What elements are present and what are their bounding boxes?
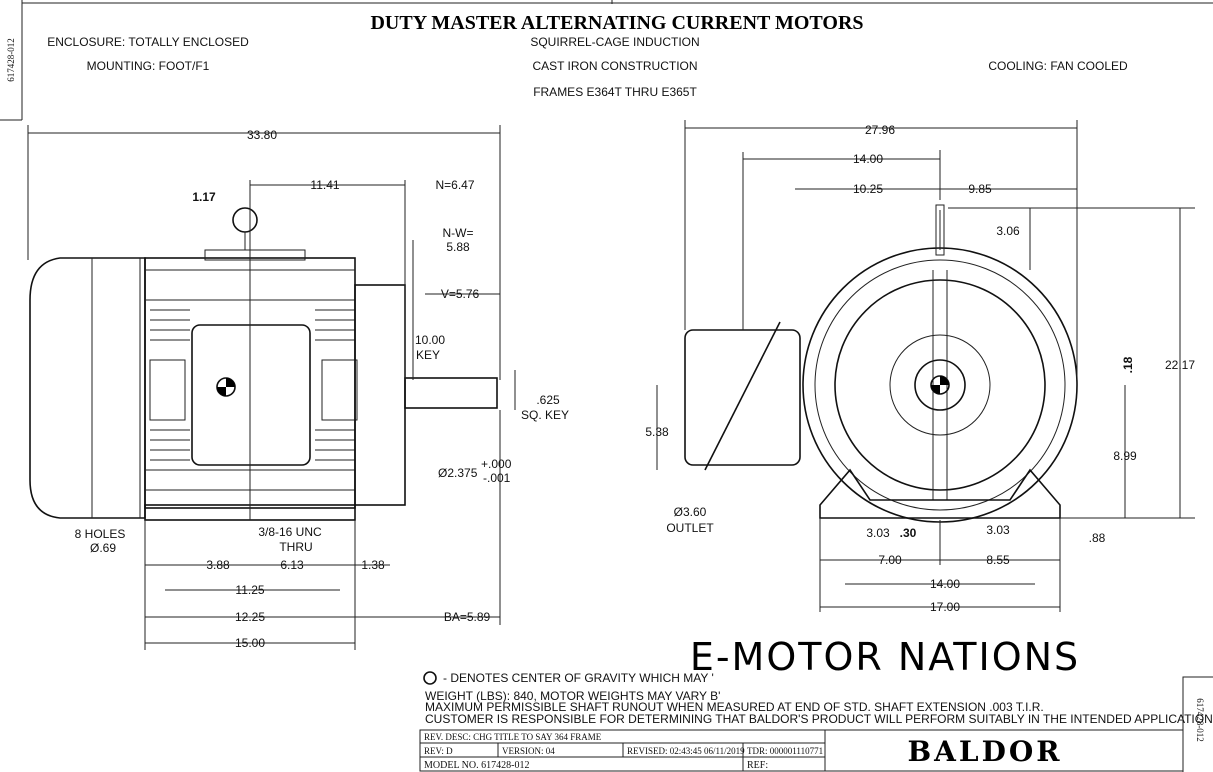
dimension-holes-2: Ø.69	[90, 541, 116, 555]
ref: REF:	[747, 760, 768, 771]
dimension-d-88: .88	[1089, 531, 1106, 545]
dimension-tol-plus: +.000	[481, 457, 512, 471]
cooling-spec: COOLING: FAN COOLED	[988, 59, 1128, 73]
note-cg: - DENOTES CENTER OF GRAVITY WHICH MAY '	[443, 671, 714, 685]
dimension-d-6-13: 6.13	[280, 558, 304, 572]
dimension-d-18: .18	[1121, 356, 1135, 373]
dimension-d-3-03-l: 3.03	[866, 526, 890, 540]
dimension-d-9-85: 9.85	[968, 182, 992, 196]
dimension-d-14-00: 14.00	[930, 577, 960, 591]
enclosure-spec: ENCLOSURE: TOTALLY ENCLOSED	[47, 35, 249, 49]
mounting-spec: MOUNTING: FOOT/F1	[87, 59, 210, 73]
drawing-title: DUTY MASTER ALTERNATING CURRENT MOTORS	[370, 12, 863, 34]
dimension-d-1-38: 1.38	[361, 558, 385, 572]
dimension-outlet-2: OUTLET	[666, 521, 714, 535]
subtitle-frames: FRAMES E364T THRU E365T	[533, 85, 697, 99]
dimension-d-7-00: 7.00	[878, 553, 902, 567]
note-customer: CUSTOMER IS RESPONSIBLE FOR DETERMINING …	[425, 712, 1213, 726]
dimension-d-22-17: 22.17	[1165, 358, 1195, 372]
note-runout: MAXIMUM PERMISSIBLE SHAFT RUNOUT WHEN ME…	[425, 700, 1044, 714]
dimension-sqkey-1: .625	[536, 393, 560, 407]
dimension-d-5-38: 5.38	[645, 425, 669, 439]
dimension-unc-1: 3/8-16 UNC	[258, 525, 322, 539]
side-label-left: 617428-012	[6, 38, 16, 82]
dimension-n: N=6.47	[435, 178, 474, 192]
dimension-d-11-41: 11.41	[310, 178, 339, 192]
dimension-d-10-25: 10.25	[853, 182, 883, 196]
dimension-d-12-25: 12.25	[235, 610, 265, 624]
model-no: MODEL NO. 617428-012	[424, 760, 529, 771]
end-dimension-lines	[656, 120, 1195, 612]
side-dimension-lines	[27, 125, 516, 650]
dimension-unc-2: THRU	[279, 540, 312, 554]
dimension-key-2: KEY	[416, 348, 440, 362]
dimension-shaft-dia: Ø2.375	[438, 466, 478, 480]
dimension-nw-1: N-W=	[443, 226, 474, 240]
rev: REV: D	[424, 746, 453, 756]
dimension-overall: 33.80	[247, 128, 277, 142]
version: VERSION: 04	[502, 746, 555, 756]
side-dimension-labels: 33.80 1.17 11.41 N=6.47 N-W= 5.88 V=5.76…	[75, 128, 569, 650]
title-block: REV. DESC: CHG TITLE TO SAY 364 FRAME RE…	[419, 676, 1213, 772]
tdr-number: TDR: 000001110771	[747, 746, 823, 756]
center-of-gravity-legend-icon	[423, 671, 437, 685]
dimension-d-27-96: 27.96	[865, 123, 895, 137]
baldor-logo: BALDOR	[907, 735, 1062, 768]
watermark: E-MOTOR NATIONS	[690, 635, 1080, 679]
dimension-d-8-55: 8.55	[986, 553, 1010, 567]
dimension-holes-1: 8 HOLES	[75, 527, 126, 541]
dimension-d-17-00: 17.00	[930, 600, 960, 614]
dimension-nw-2: 5.88	[446, 240, 470, 254]
end-dimension-labels: 27.96 14.00 10.25 9.85 3.06 22.17 .18 5.…	[645, 123, 1195, 614]
rev-desc: REV. DESC: CHG TITLE TO SAY 364 FRAME	[424, 732, 602, 742]
dimension-d-3-03-r: 3.03	[986, 523, 1010, 537]
dimension-d-3-06: 3.06	[996, 224, 1020, 238]
side-view-motor	[29, 180, 498, 521]
dimension-ba: BA=5.89	[444, 610, 491, 624]
subtitle-induction: SQUIRREL-CAGE INDUCTION	[530, 35, 699, 49]
revised-date: REVISED: 02:43:45 06/11/2019	[627, 746, 745, 756]
dimension-cg-offset: 1.17	[192, 190, 216, 204]
dimension-v: V=5.76	[441, 287, 480, 301]
dimension-d-15-00: 15.00	[235, 636, 265, 650]
dimension-sqkey-2: SQ. KEY	[521, 408, 569, 422]
end-view-motor	[684, 204, 1078, 523]
dimension-d-8-99: 8.99	[1113, 449, 1137, 463]
side-label-right: 617428-012	[1195, 698, 1205, 742]
dimension-tol-minus: -.001	[483, 471, 511, 485]
dimension-outlet-1: Ø3.60	[674, 505, 707, 519]
dimension-key-1: 10.00	[415, 333, 445, 347]
dimension-d-30: .30	[900, 526, 917, 540]
dimension-d-3-88: 3.88	[206, 558, 230, 572]
drawing-border	[0, 0, 1213, 121]
note-weight: WEIGHT (LBS): 840, MOTOR WEIGHTS MAY VAR…	[425, 689, 720, 703]
dimension-d-11-25: 11.25	[235, 583, 264, 597]
subtitle-construction: CAST IRON CONSTRUCTION	[532, 59, 697, 73]
dimension-d-14-00-top: 14.00	[853, 152, 883, 166]
